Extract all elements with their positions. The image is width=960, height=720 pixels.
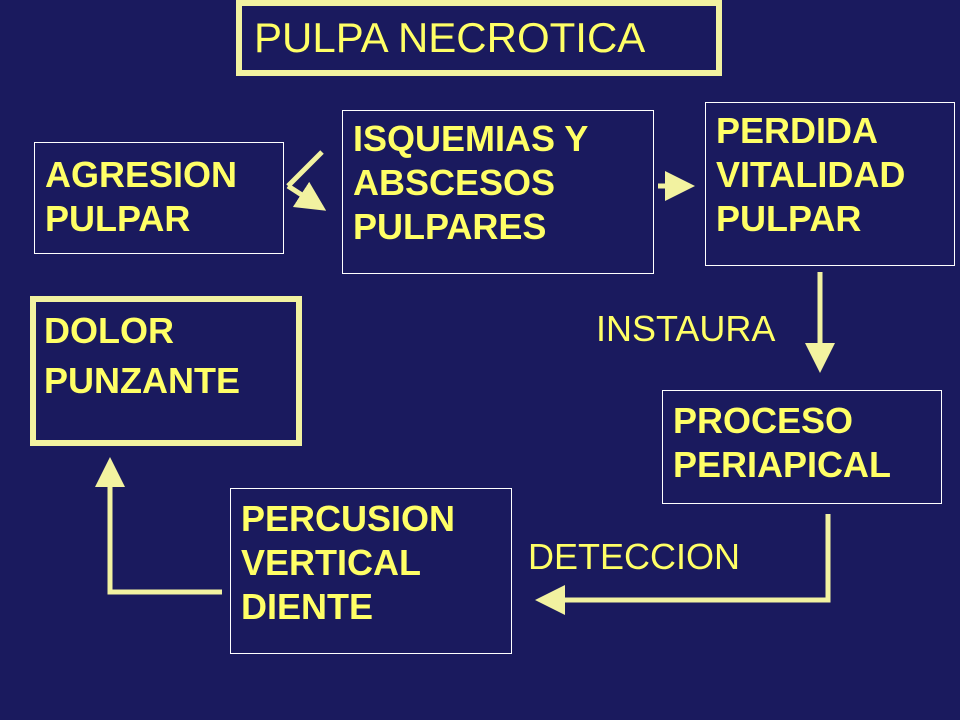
node-line: PULPARES [353, 206, 547, 247]
node-line: ISQUEMIAS Y [353, 118, 589, 159]
arrow-agresion-to-isquemias-up [286, 150, 324, 188]
arrow-percusion-to-dolor [95, 457, 222, 595]
node-line: PERCUSION [241, 498, 456, 539]
node-line: PROCESO [673, 400, 854, 441]
node-line: ABSCESOS [353, 162, 556, 203]
node-line: DIENTE [241, 586, 374, 627]
node-line: VITALIDAD [716, 154, 906, 195]
node-dolor-punzante: DOLOR PUNZANTE [30, 296, 302, 446]
node-line: AGRESION [45, 154, 238, 195]
edge-label-instaura: INSTAURA [596, 308, 776, 349]
arrow-agresion-to-isquemias-down [286, 181, 327, 211]
node-line: VERTICAL [241, 542, 421, 583]
node-line: PERIAPICAL [673, 444, 892, 485]
node-line: PULPAR [716, 198, 862, 239]
node-line: PUNZANTE [44, 360, 240, 401]
node-line: PULPAR [45, 198, 191, 239]
node-percusion-vertical: PERCUSION VERTICAL DIENTE [230, 488, 512, 654]
node-agresion-pulpar: AGRESION PULPAR [34, 142, 284, 254]
node-isquemias-abscesos: ISQUEMIAS Y ABSCESOS PULPARES [342, 110, 654, 274]
node-line: DOLOR [44, 310, 174, 351]
arrow-proceso-to-percusion [535, 514, 831, 615]
edge-label-deteccion: DETECCION [528, 536, 741, 577]
node-proceso-periapical: PROCESO PERIAPICAL [662, 390, 942, 504]
node-perdida-vitalidad: PERDIDA VITALIDAD PULPAR [705, 102, 955, 266]
node-line: PERDIDA [716, 110, 879, 151]
diagram-title: PULPA NECROTICA [236, 0, 722, 76]
